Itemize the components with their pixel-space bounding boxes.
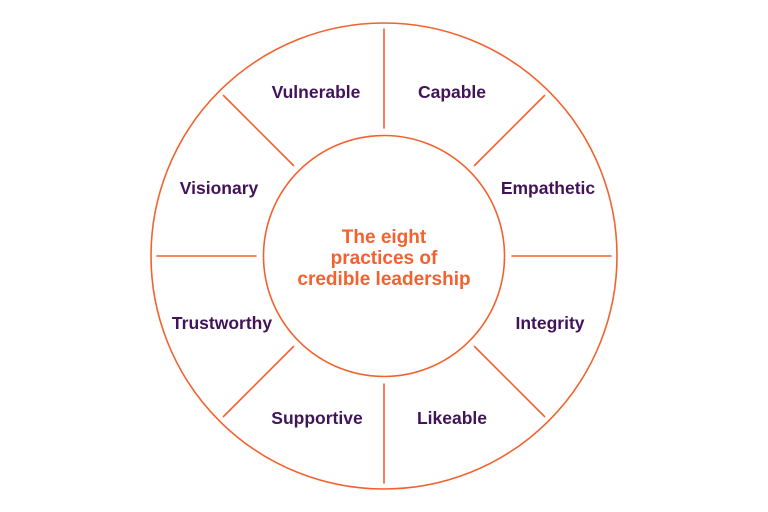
divider-bottom-left — [222, 345, 295, 418]
wheel-strokes — [150, 22, 618, 490]
inner-circle — [262, 134, 506, 378]
divider-top-right — [473, 94, 546, 167]
outer-circle — [150, 22, 618, 490]
segment-label-likeable: Likeable — [417, 408, 487, 428]
segment-label-trustworthy: Trustworthy — [172, 313, 272, 333]
divider-bottom-right — [473, 345, 546, 418]
segment-labels: Vulnerable Capable Empathetic Integrity … — [172, 82, 596, 428]
segment-label-supportive: Supportive — [271, 408, 363, 428]
segment-label-empathetic: Empathetic — [501, 178, 596, 198]
segment-label-capable: Capable — [418, 82, 486, 102]
segment-label-visionary: Visionary — [180, 178, 259, 198]
center-title-line3: credible leadership — [297, 269, 470, 290]
center-title-line1: The eight — [342, 227, 427, 248]
segment-label-integrity: Integrity — [515, 313, 584, 333]
divider-top-left — [222, 94, 295, 167]
center-title: The eight practices of credible leadersh… — [297, 227, 470, 290]
center-title-line2: practices of — [331, 248, 438, 269]
segment-label-vulnerable: Vulnerable — [272, 82, 361, 102]
